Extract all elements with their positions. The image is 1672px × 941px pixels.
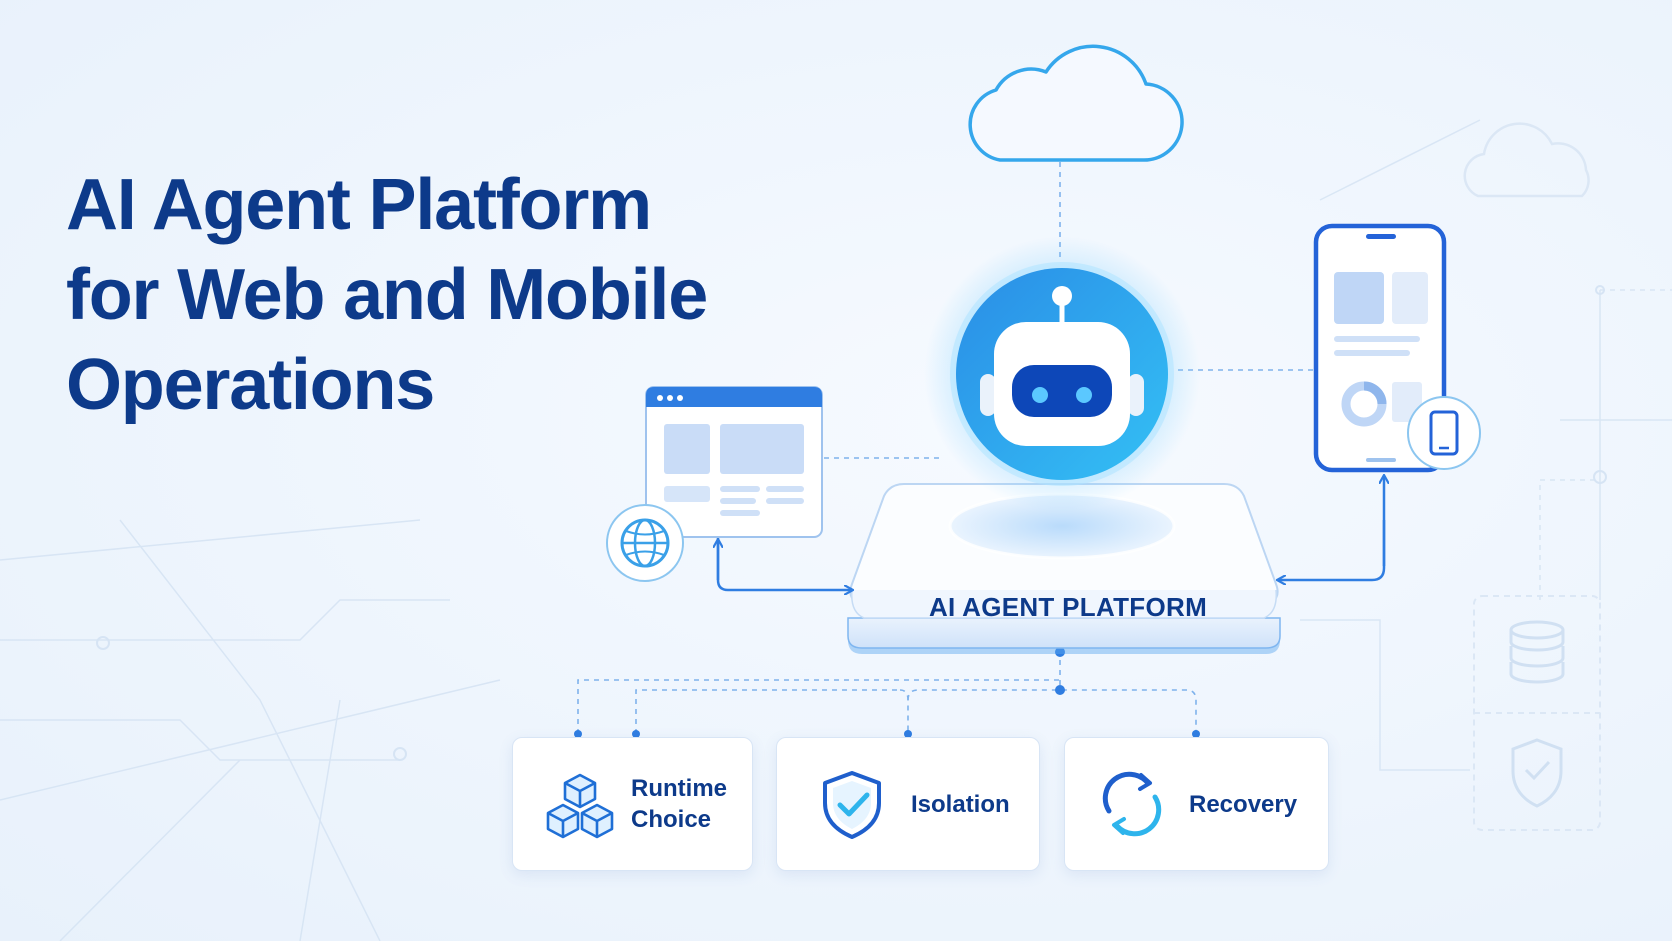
feature-card-runtime-choice: Runtime Choice xyxy=(512,737,753,871)
feature-label-isolation: Isolation xyxy=(911,790,1010,818)
title-line-2: for Web and Mobile xyxy=(66,255,708,335)
faint-database-icon xyxy=(1509,620,1565,684)
globe-icon xyxy=(606,504,684,582)
shield-check-icon xyxy=(823,771,881,839)
faint-cloud-icon xyxy=(1463,122,1590,198)
feature-label-runtime-choice: Runtime Choice xyxy=(631,775,727,833)
page-title: AI Agent Platform for Web and Mobile Ope… xyxy=(66,160,826,430)
feature-label-recovery: Recovery xyxy=(1189,790,1298,818)
smartphone-icon xyxy=(1313,223,1447,473)
faint-shield-icon xyxy=(1511,738,1563,808)
browser-window-icon xyxy=(645,386,823,538)
title-line-1: AI Agent Platform xyxy=(66,165,652,245)
cloud-icon xyxy=(968,44,1184,162)
refresh-cycle-icon xyxy=(1102,771,1162,837)
platform-label: AI AGENT PLATFORM xyxy=(928,592,1208,622)
cubes-icon xyxy=(546,773,614,839)
robot-icon xyxy=(924,236,1200,512)
platform-base xyxy=(847,483,1281,654)
title-line-3: Operations xyxy=(66,345,435,425)
feature-card-isolation: Isolation xyxy=(776,737,1040,871)
feature-card-recovery: Recovery xyxy=(1064,737,1329,871)
phone-icon xyxy=(1407,396,1481,470)
